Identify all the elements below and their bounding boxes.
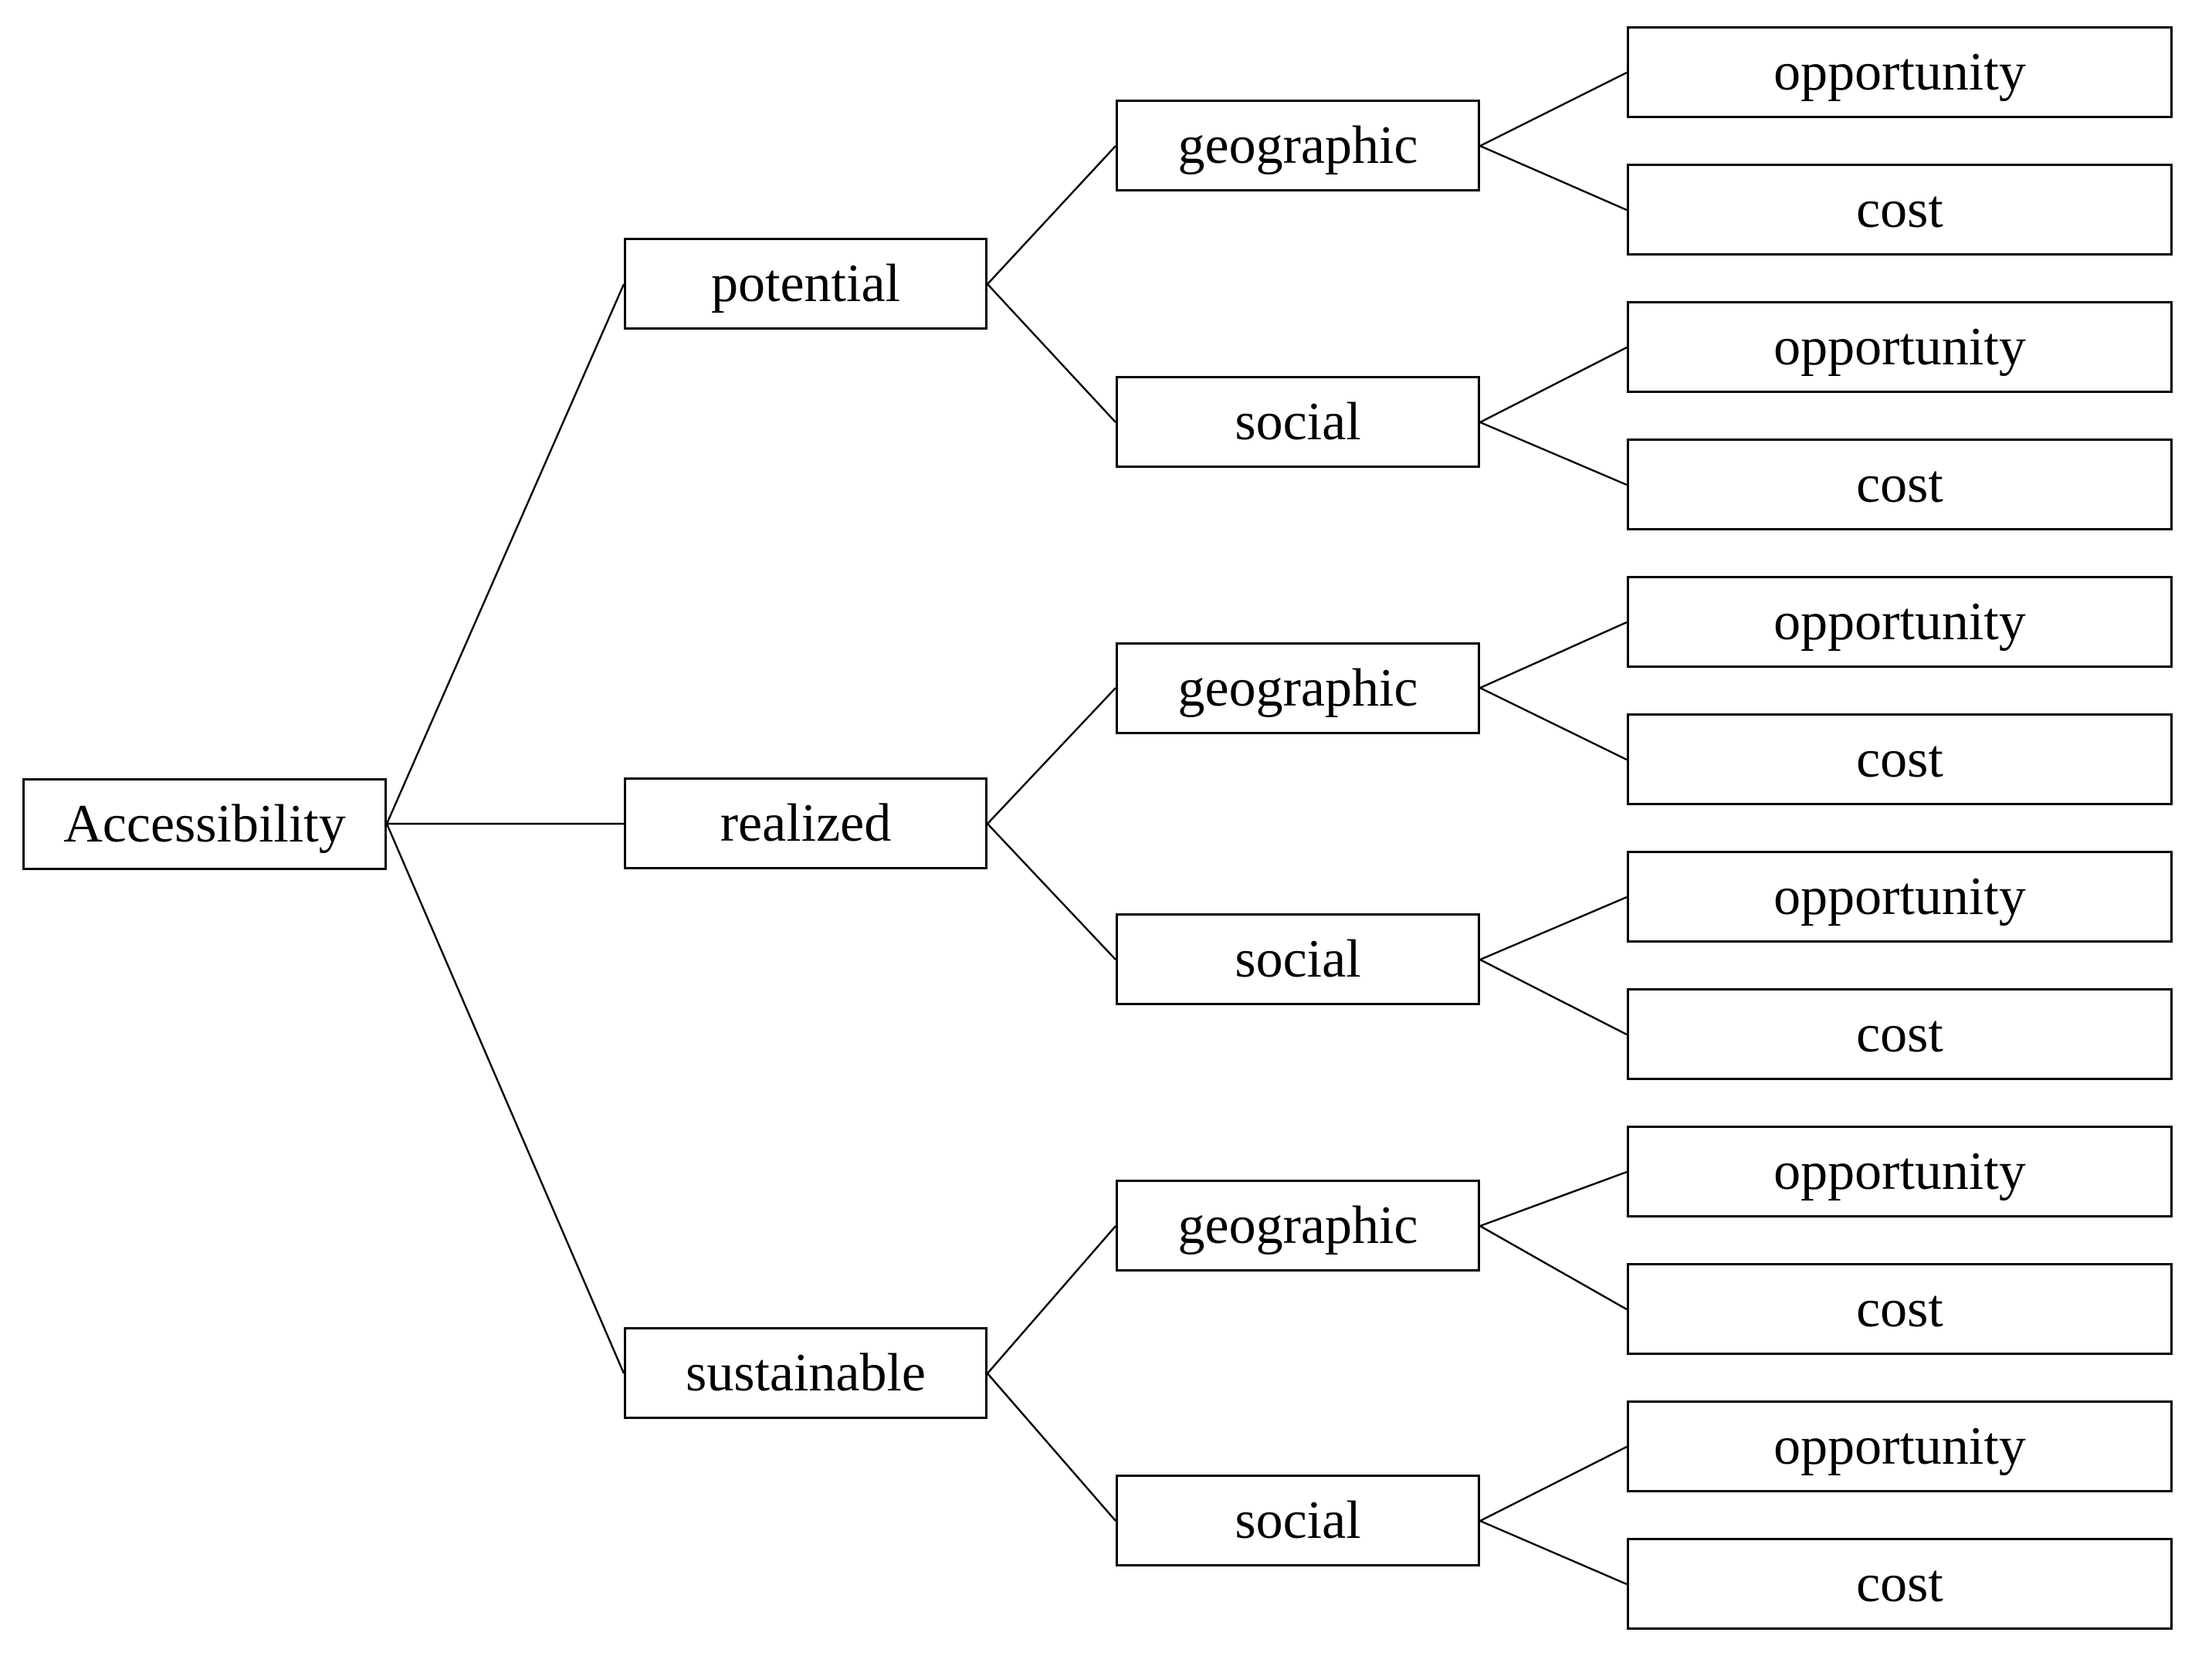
node-potential-geographic: geographic [1116, 100, 1480, 191]
node-sustainable: sustainable [624, 1327, 987, 1419]
node-sustainable-geographic: geographic [1116, 1180, 1480, 1272]
node-realized-social-cost: cost [1627, 988, 2173, 1080]
node-potential-social-label: social [1235, 391, 1361, 452]
node-realized-social-opportunity-label: opportunity [1773, 866, 2026, 926]
node-potential-geographic-cost-label: cost [1856, 179, 1943, 239]
connector-line [987, 1373, 1116, 1522]
node-potential-social-opportunity-label: opportunity [1773, 317, 2026, 377]
connector-line [1479, 1170, 1628, 1228]
node-sustainable-geographic-opportunity: opportunity [1627, 1126, 2173, 1217]
node-sustainable-label: sustainable [685, 1343, 926, 1403]
node-sustainable-geographic-opportunity-label: opportunity [1773, 1141, 2026, 1201]
node-realized-social: social [1116, 913, 1480, 1005]
connector-line [385, 823, 625, 1374]
node-sustainable-social-cost: cost [1627, 1538, 2173, 1630]
node-realized-social-cost-label: cost [1856, 1004, 1943, 1064]
node-sustainable-geographic-cost-label: cost [1856, 1278, 1943, 1339]
node-potential-geographic-cost: cost [1627, 164, 2173, 256]
node-realized-geographic-opportunity-label: opportunity [1773, 591, 2026, 652]
node-sustainable-social: social [1116, 1475, 1480, 1566]
node-potential-social-opportunity: opportunity [1627, 301, 2173, 393]
node-potential-social-cost-label: cost [1856, 454, 1943, 514]
node-potential-geographic-opportunity: opportunity [1627, 26, 2173, 118]
connector-line [987, 687, 1116, 825]
node-potential-social: social [1116, 376, 1480, 468]
connector-line [987, 823, 1116, 960]
node-sustainable-geographic-cost: cost [1627, 1263, 2173, 1355]
connector-line [385, 283, 625, 825]
connector-line [987, 145, 1116, 285]
node-potential: potential [624, 238, 987, 330]
node-realized-social-opportunity: opportunity [1627, 851, 2173, 943]
connector-line [1479, 144, 1628, 212]
connector-line [1479, 1224, 1628, 1311]
connector-line [1479, 421, 1628, 486]
connector-line [1479, 958, 1628, 1036]
connector-line [1479, 71, 1628, 147]
node-realized: realized [624, 777, 987, 869]
connector-line [1479, 1445, 1628, 1522]
connector-line [1479, 896, 1628, 961]
node-accessibility: Accessibility [22, 778, 387, 870]
node-realized-geographic-cost-label: cost [1856, 729, 1943, 789]
node-sustainable-social-label: social [1235, 1490, 1361, 1550]
node-realized-geographic-opportunity: opportunity [1627, 576, 2173, 668]
node-realized-social-label: social [1235, 929, 1361, 989]
connector-line [1479, 346, 1628, 424]
node-potential-geographic-opportunity-label: opportunity [1773, 42, 2026, 102]
node-potential-geographic-label: geographic [1177, 115, 1418, 175]
connector-line [1479, 1519, 1628, 1586]
node-sustainable-geographic-label: geographic [1177, 1195, 1418, 1255]
node-potential-social-cost: cost [1627, 439, 2173, 530]
node-realized-geographic-label: geographic [1177, 658, 1418, 718]
connector-line [987, 283, 1116, 423]
connector-line [987, 1225, 1116, 1374]
node-sustainable-social-cost-label: cost [1856, 1553, 1943, 1614]
node-realized-label: realized [720, 793, 892, 853]
connector-line [1479, 686, 1628, 761]
node-sustainable-social-opportunity-label: opportunity [1773, 1416, 2026, 1476]
node-potential-label: potential [711, 253, 900, 313]
node-accessibility-label: Accessibility [63, 794, 346, 854]
node-realized-geographic-cost: cost [1627, 713, 2173, 805]
node-realized-geographic: geographic [1116, 642, 1480, 734]
connector-line [1479, 621, 1628, 689]
node-sustainable-social-opportunity: opportunity [1627, 1400, 2173, 1492]
